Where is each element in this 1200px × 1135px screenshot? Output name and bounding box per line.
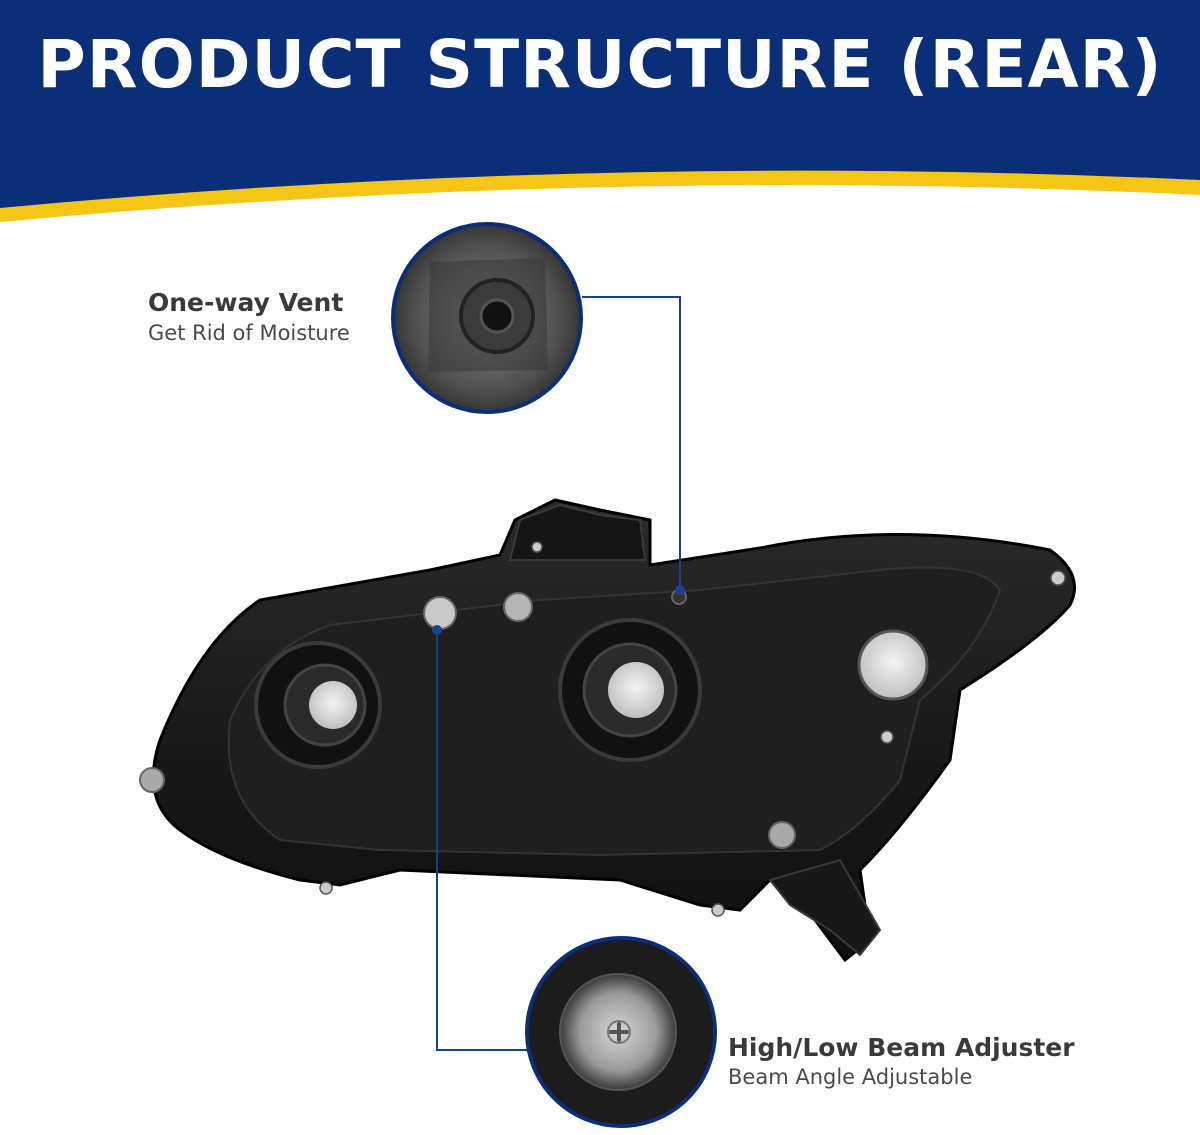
vent-callout-subtitle: Get Rid of Moisture bbox=[148, 321, 350, 345]
beam-adjuster-cap bbox=[423, 596, 457, 630]
low-beam-socket bbox=[254, 641, 382, 769]
banner-navy-background bbox=[0, 0, 1200, 208]
vent-callout-title: One-way Vent bbox=[148, 288, 344, 317]
screw bbox=[319, 881, 333, 895]
vent-leader-dot bbox=[675, 585, 685, 595]
adjuster-cap bbox=[139, 767, 165, 793]
adjuster-callout-title: High/Low Beam Adjuster bbox=[728, 1033, 1075, 1062]
adjuster-leader-line bbox=[436, 630, 531, 1051]
high-beam-socket bbox=[558, 618, 702, 762]
vent-zoom-circle bbox=[391, 222, 583, 414]
screw bbox=[880, 730, 894, 744]
adjuster-callout-subtitle: Beam Angle Adjustable bbox=[728, 1065, 973, 1089]
page-title: PRODUCT STRUCTURE (REAR) bbox=[37, 26, 1163, 103]
adjuster-cap bbox=[768, 821, 796, 849]
banner-gold-stripe bbox=[0, 168, 1200, 222]
screw bbox=[1050, 570, 1066, 586]
adjuster-leader-dot bbox=[432, 625, 442, 635]
turn-signal-socket bbox=[857, 629, 929, 701]
vent-leader-line bbox=[582, 296, 681, 590]
screw bbox=[711, 903, 725, 917]
adjuster-zoom-circle bbox=[525, 936, 717, 1128]
screw bbox=[531, 541, 543, 553]
header-banner bbox=[0, 0, 1200, 222]
adjuster-cap bbox=[503, 592, 533, 622]
